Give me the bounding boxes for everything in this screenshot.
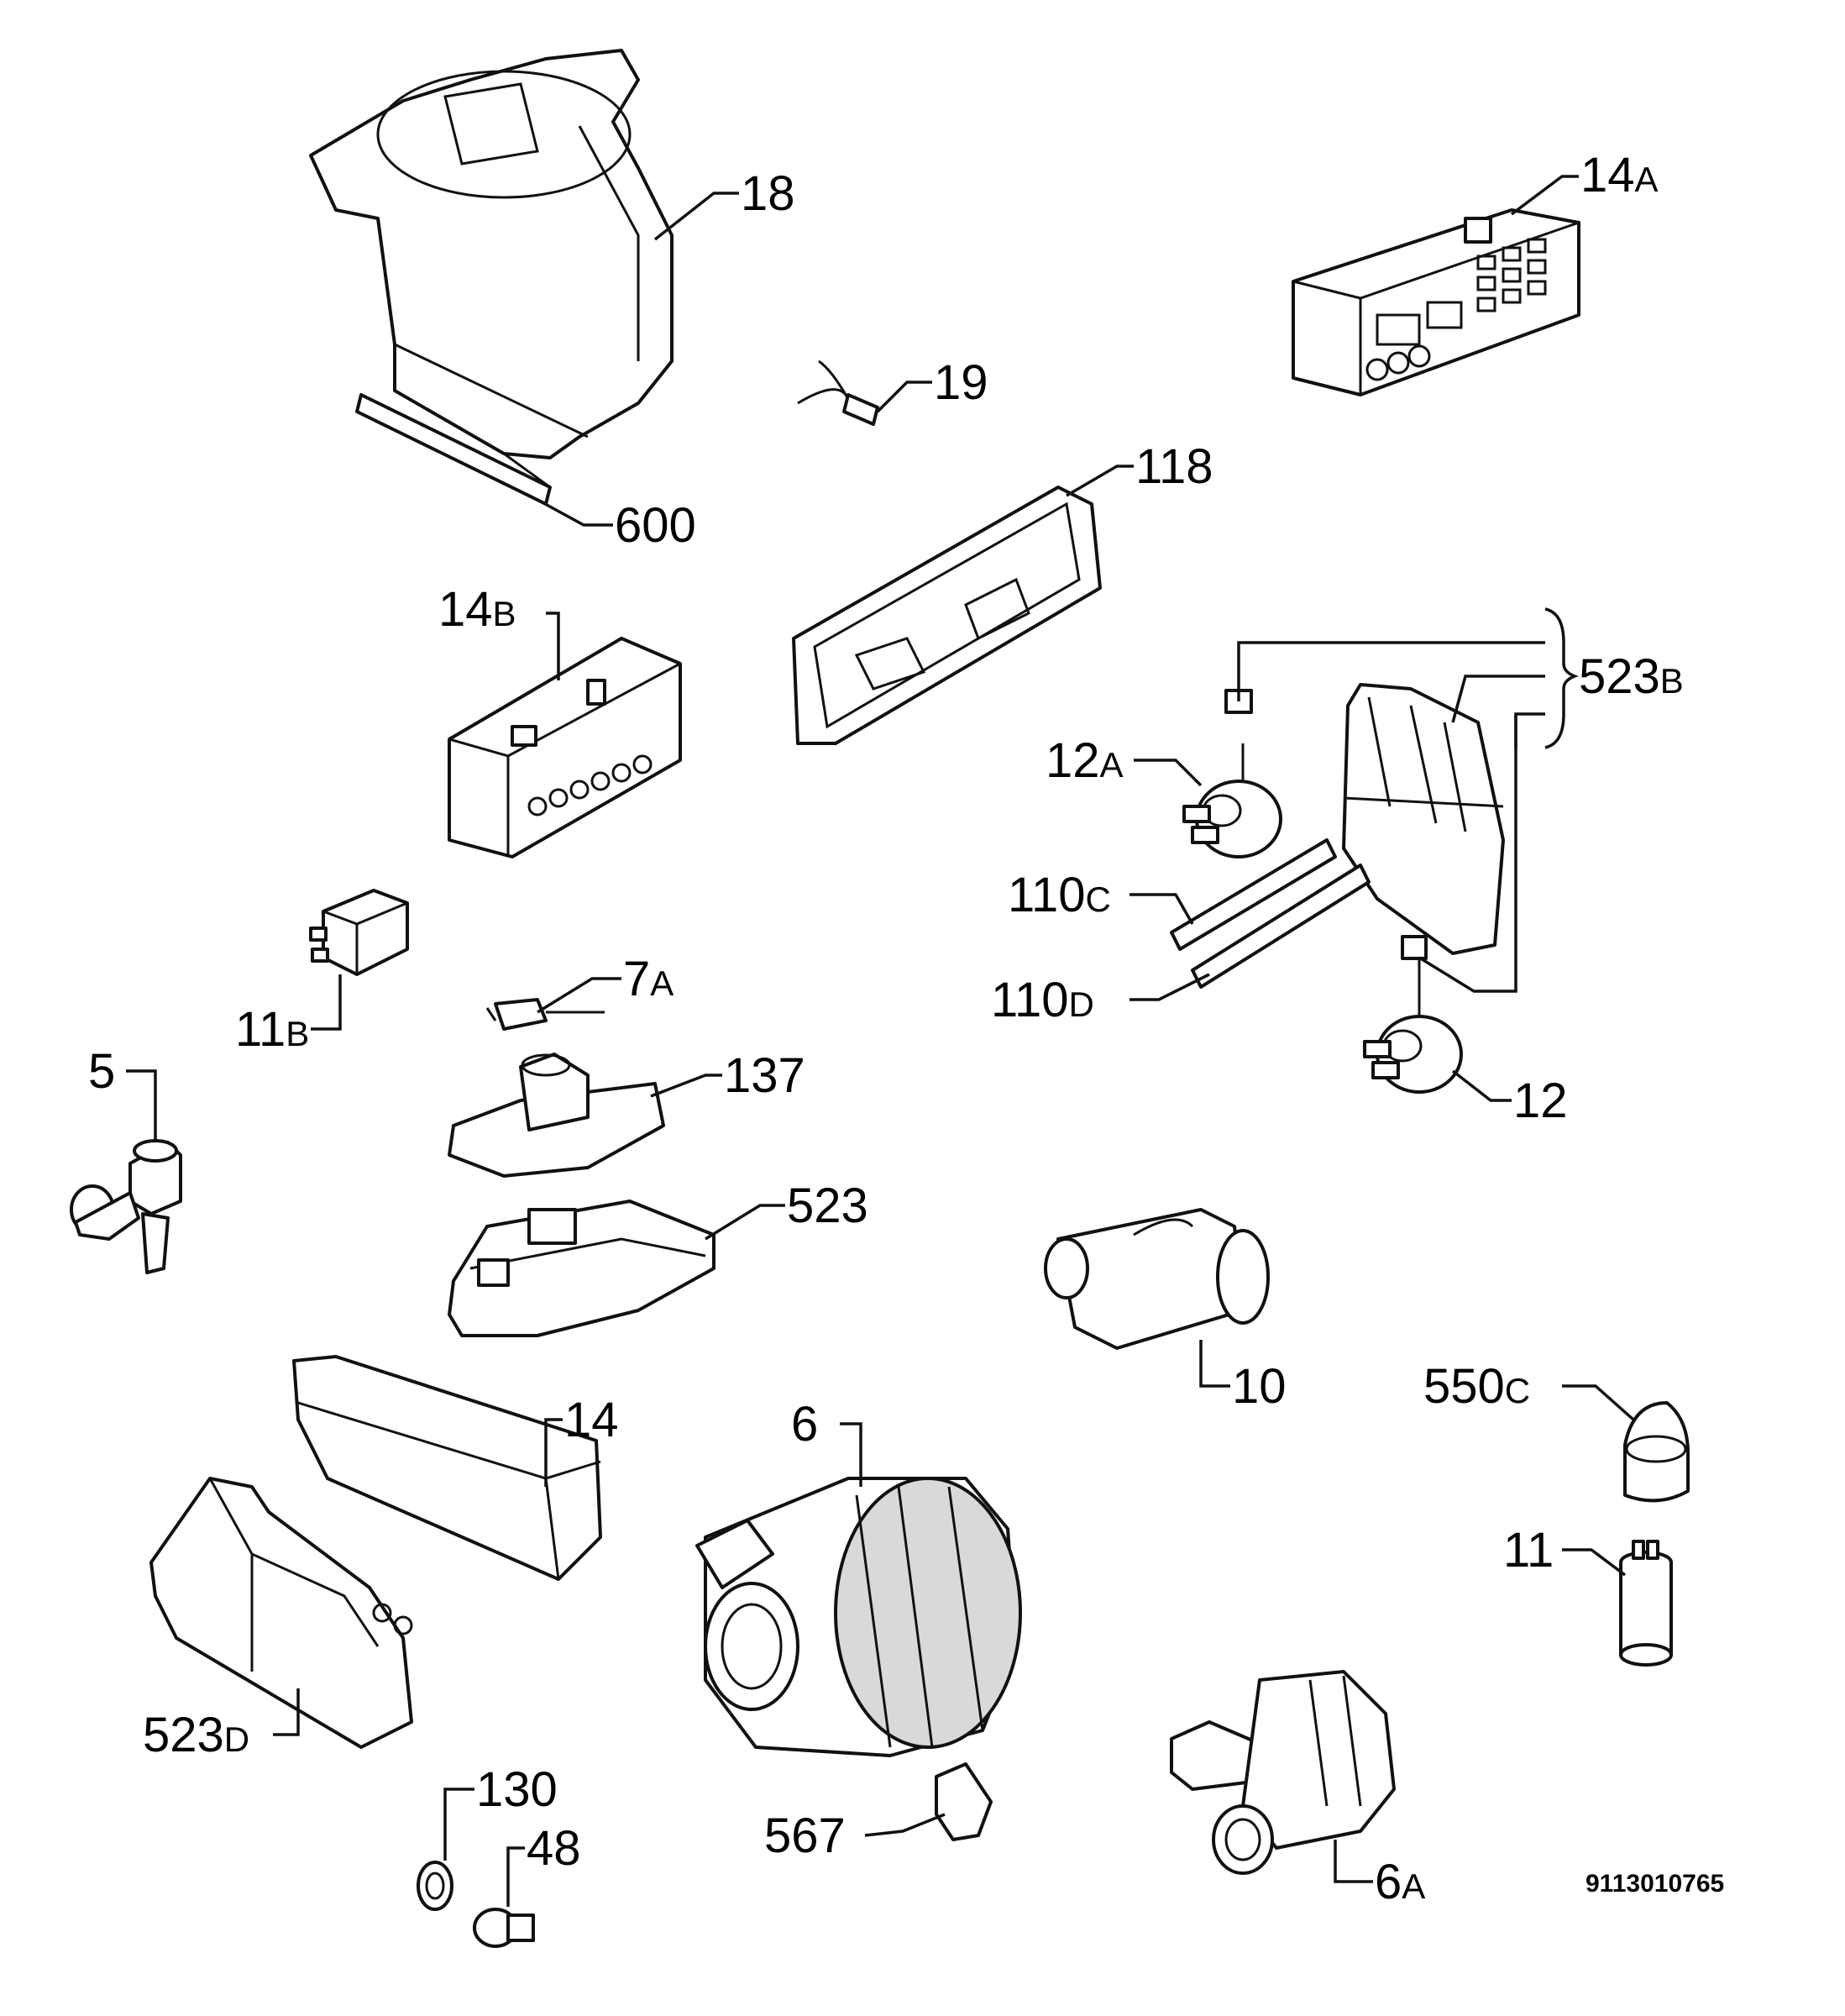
drawing-number: 9113010765 <box>1586 1870 1724 1898</box>
label-18: 18 <box>741 166 795 221</box>
label-12: 12 <box>1513 1074 1568 1128</box>
label-600: 600 <box>615 498 696 553</box>
leader-11 <box>1562 1548 1627 1577</box>
part-130-drawing <box>417 1861 453 1911</box>
leader-11b <box>311 974 342 1031</box>
leader-10 <box>1199 1340 1230 1388</box>
label-567: 567 <box>764 1809 846 1863</box>
label-110c: 110C <box>1008 868 1111 922</box>
label-12a: 12A <box>1046 733 1124 788</box>
label-14b: 14B <box>438 582 516 637</box>
label-130: 130 <box>476 1762 558 1817</box>
leader-523d <box>273 1688 300 1736</box>
leader-lines <box>126 175 1635 1907</box>
part-11-drawing <box>1619 1540 1673 1667</box>
label-523b: 523B <box>1579 649 1684 704</box>
leader-14 <box>544 1418 563 1487</box>
part-14b-drawing <box>448 637 682 858</box>
part-523b-drawing <box>1224 683 1505 960</box>
leader-6 <box>840 1422 862 1487</box>
label-523: 523 <box>787 1179 868 1233</box>
leader-14a <box>1510 175 1579 216</box>
leader-5 <box>126 1069 157 1142</box>
leader-48 <box>506 1846 525 1907</box>
leader-6a <box>1334 1840 1373 1883</box>
part-523d-drawing <box>149 1477 413 1749</box>
part-14-drawing <box>292 1355 602 1581</box>
part-523-drawing <box>448 1200 715 1337</box>
part-110-hoses-drawing <box>1170 838 1371 989</box>
leader-110d <box>1130 973 1210 1001</box>
leader-523b-bottom <box>1418 714 1517 993</box>
part-118-drawing <box>792 486 1102 745</box>
leader-130 <box>443 1788 474 1861</box>
part-6a-drawing <box>1170 1670 1396 1875</box>
part-137-drawing <box>448 1053 665 1178</box>
part-7a-drawing <box>485 998 605 1031</box>
label-5: 5 <box>88 1044 115 1099</box>
leader-523b-top <box>1237 641 1545 701</box>
leader-523 <box>705 1204 785 1241</box>
leader-550c <box>1562 1384 1635 1421</box>
label-48: 48 <box>527 1821 581 1876</box>
part-48-drawing <box>473 1908 535 1948</box>
part-12a-drawing <box>1182 743 1282 858</box>
label-6a: 6A <box>1375 1855 1425 1909</box>
label-14a: 14A <box>1580 148 1659 202</box>
label-137: 137 <box>724 1048 805 1103</box>
label-110d: 110D <box>991 973 1094 1027</box>
leader-12 <box>1451 1069 1512 1102</box>
part-14a-drawing <box>1292 208 1580 396</box>
label-7a: 7A <box>623 952 674 1006</box>
leader-523b-low <box>1514 712 1545 748</box>
leader-523b-mid <box>1451 675 1545 723</box>
label-11b: 11B <box>235 1002 309 1057</box>
part-6-drawing <box>695 1477 1022 1757</box>
part-10-drawing <box>1044 1208 1270 1350</box>
leader-18 <box>653 192 739 241</box>
part-567-drawing <box>935 1762 993 1841</box>
part-11b-drawing <box>309 889 409 976</box>
part-550c-drawing <box>1623 1401 1690 1503</box>
label-6: 6 <box>791 1397 818 1452</box>
label-14: 14 <box>564 1393 619 1447</box>
part-19-drawing <box>797 360 879 426</box>
part-5-drawing <box>70 1139 182 1274</box>
leader-118 <box>1066 465 1134 497</box>
leader-567 <box>864 1813 946 1837</box>
label-118: 118 <box>1135 439 1213 494</box>
label-11: 11 <box>1503 1523 1554 1578</box>
leader-600 <box>537 498 613 527</box>
leader-7a <box>537 977 621 1014</box>
label-10: 10 <box>1232 1359 1287 1414</box>
label-550c: 550C <box>1423 1359 1530 1414</box>
part-12-drawing <box>1363 958 1463 1094</box>
leader-14b <box>546 612 560 680</box>
leader-12a <box>1134 759 1203 787</box>
leader-110c <box>1130 893 1194 925</box>
callout-labels: 18 14A 19 600 118 14B 523B 12A 110C 110D… <box>88 148 1724 1909</box>
label-19: 19 <box>934 355 988 410</box>
brace-523b <box>1544 607 1579 749</box>
part-18-drawing <box>309 49 674 506</box>
leader-19 <box>876 381 932 413</box>
label-523d: 523D <box>143 1708 249 1762</box>
leader-137 <box>650 1074 722 1098</box>
